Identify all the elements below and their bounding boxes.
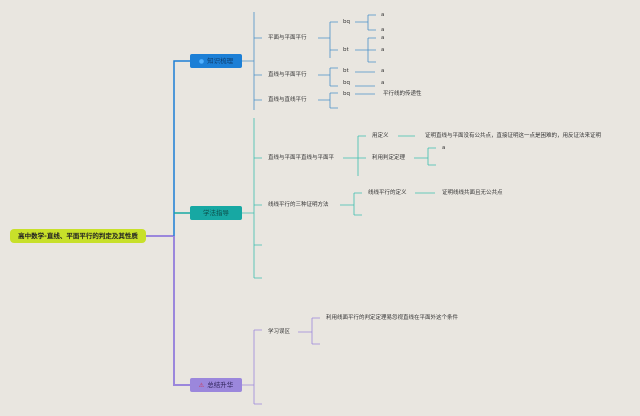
node[interactable]: a bbox=[381, 80, 385, 86]
branch-summary[interactable]: ⚠总结升华 bbox=[190, 378, 242, 392]
branch-method[interactable]: 学法指导 bbox=[190, 206, 242, 220]
node[interactable]: bt bbox=[343, 47, 349, 53]
warning-icon: ⚠ bbox=[198, 382, 205, 389]
node[interactable]: a bbox=[442, 145, 446, 151]
spine-upper bbox=[173, 60, 190, 236]
node[interactable]: 平面与平面平行 bbox=[268, 35, 307, 41]
node[interactable]: bt bbox=[343, 68, 349, 74]
node[interactable]: a bbox=[381, 12, 385, 18]
branch-label: 总结升华 bbox=[207, 381, 234, 389]
node[interactable]: bq bbox=[343, 80, 350, 86]
node[interactable]: 证明直线与平面没有公共点，直接证明这一点是困难的，用反证法来证明 bbox=[425, 133, 602, 139]
node[interactable]: a bbox=[381, 35, 385, 41]
node[interactable]: 利用线面平行的判定定理易忽视直线在平面外这个条件 bbox=[326, 315, 459, 321]
branch-knowledge[interactable]: ●知识梳理 bbox=[190, 54, 242, 68]
branch-label: 知识梳理 bbox=[207, 57, 234, 65]
node[interactable]: 直线与平面平行 bbox=[268, 72, 307, 78]
node[interactable]: 直线与平面平直线与平面平 bbox=[268, 155, 335, 161]
node[interactable]: bq bbox=[343, 91, 350, 97]
node[interactable]: 证明线线共面且无公共点 bbox=[442, 190, 503, 196]
spine-lower bbox=[173, 236, 190, 386]
node[interactable]: bq bbox=[343, 19, 350, 25]
node[interactable]: 线线平行的三种证明方法 bbox=[268, 202, 329, 208]
node[interactable]: 直线与直线平行 bbox=[268, 97, 307, 103]
branch-label: 学法指导 bbox=[203, 209, 229, 217]
circle-icon: ● bbox=[198, 58, 205, 65]
node[interactable]: 用定义 bbox=[372, 133, 389, 139]
node[interactable]: 利用判定定理 bbox=[372, 155, 406, 161]
node[interactable]: a bbox=[381, 27, 385, 33]
node[interactable]: 学习误区 bbox=[268, 329, 291, 335]
root-node[interactable]: 高中数学-直线、平面平行的判定及其性质 bbox=[10, 229, 146, 243]
node[interactable]: 线线平行的定义 bbox=[368, 190, 407, 196]
node[interactable]: a bbox=[381, 47, 385, 53]
node[interactable]: 平行线的传递性 bbox=[383, 91, 422, 97]
node[interactable]: a bbox=[381, 68, 385, 74]
